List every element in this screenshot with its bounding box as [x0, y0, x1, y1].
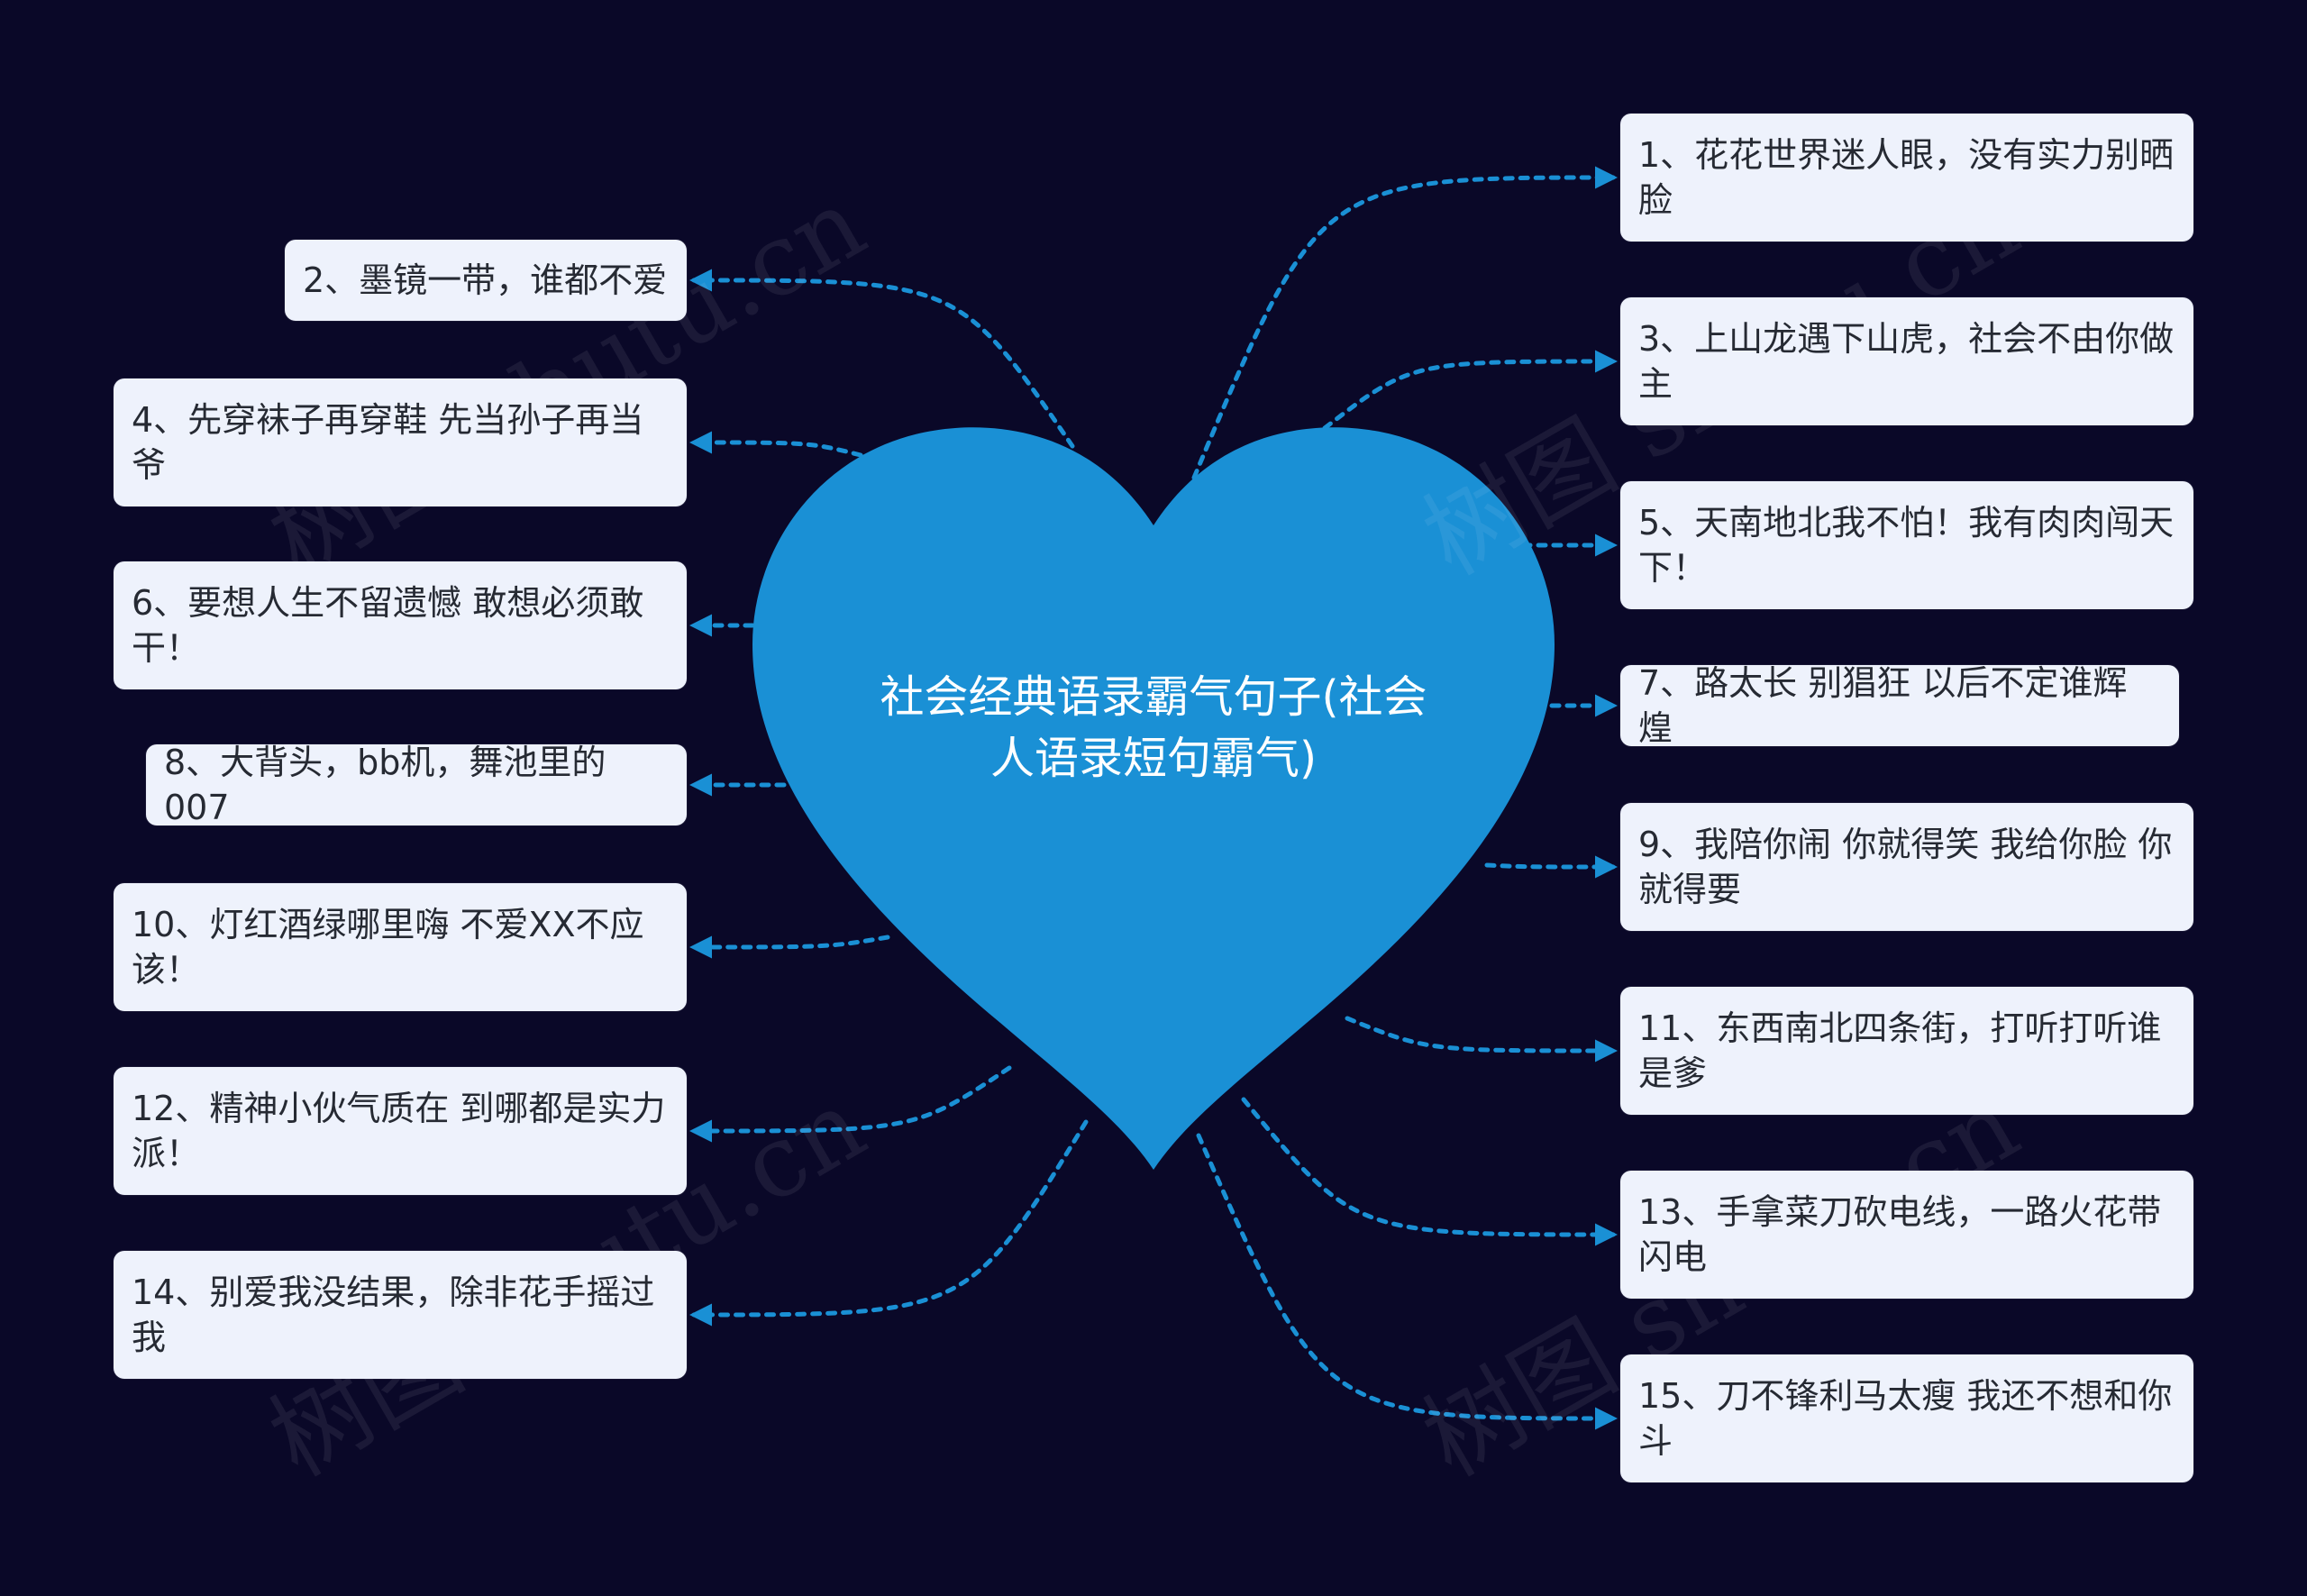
leaf-node-3[interactable]: 3、上山龙遇下山虎，社会不由你做主 — [1620, 297, 2193, 425]
leaf-node-text: 6、要想人生不留遗憾 敢想必须敢干！ — [132, 583, 644, 668]
connector-12 — [689, 1065, 1012, 1143]
leaf-node-text: 9、我陪你闹 你就得笑 我给你脸 你就得要 — [1638, 825, 2173, 909]
leaf-node-text: 3、上山龙遇下山虎，社会不由你做主 — [1638, 319, 2175, 404]
connector-2 — [689, 269, 1075, 449]
leaf-node-text: 4、先穿袜子再穿鞋 先当孙子再当爷 — [132, 400, 644, 485]
connector-10 — [689, 935, 890, 959]
leaf-node-text: 2、墨镜一带，谁都不爱 — [303, 260, 668, 300]
leaf-node-15[interactable]: 15、刀不锋利马太瘦 我还不想和你斗 — [1620, 1354, 2193, 1482]
connector-13 — [1241, 1097, 1618, 1246]
leaf-node-7[interactable]: 7、路太长 别猖狂 以后不定谁辉煌 — [1620, 663, 2179, 748]
leaf-node-9[interactable]: 9、我陪你闹 你就得笑 我给你脸 你就得要 — [1620, 803, 2193, 931]
leaf-node-1[interactable]: 1、花花世界迷人眼，没有实力别晒脸 — [1620, 114, 2193, 242]
leaf-node-text: 11、东西南北四条街，打听打听谁是爹 — [1638, 1008, 2162, 1093]
leaf-node-4[interactable]: 4、先穿袜子再穿鞋 先当孙子再当爷 — [114, 378, 687, 506]
leaf-node-14[interactable]: 14、别爱我没结果，除非花手摇过我 — [114, 1251, 687, 1379]
leaf-node-text: 15、刀不锋利马太瘦 我还不想和你斗 — [1638, 1376, 2173, 1461]
leaf-node-8[interactable]: 8、大背头，bb机，舞池里的007 — [146, 743, 687, 827]
leaf-node-11[interactable]: 11、东西南北四条街，打听打听谁是爹 — [1620, 987, 2193, 1115]
connector-lines — [689, 166, 1618, 1430]
leaf-node-text: 7、路太长 别猖狂 以后不定谁辉煌 — [1638, 663, 2128, 748]
leaf-node-text: 10、灯红酒绿哪里嗨 不爱XX不应该！ — [132, 905, 644, 990]
connector-9 — [1484, 855, 1618, 879]
leaf-node-text: 8、大背头，bb机，舞池里的007 — [164, 743, 606, 827]
leaf-node-12[interactable]: 12、精神小伙气质在 到哪都是实力派！ — [114, 1067, 687, 1195]
connector-15 — [1196, 1133, 1618, 1430]
central-topic-title[interactable]: 社会经典语录霸气句子(社会人语录短句霸气) — [880, 671, 1427, 784]
leaf-node-text: 12、精神小伙气质在 到哪都是实力派！ — [132, 1089, 666, 1173]
connector-11 — [1345, 1016, 1618, 1062]
leaf-node-text: 1、花花世界迷人眼，没有实力别晒脸 — [1638, 135, 2175, 220]
connector-1 — [1191, 166, 1618, 480]
leaf-node-text: 5、天南地北我不怕！我有肉肉闯天下！ — [1638, 503, 2175, 588]
connector-3 — [1322, 350, 1618, 431]
leaf-node-5[interactable]: 5、天南地北我不怕！我有肉肉闯天下！ — [1620, 481, 2193, 609]
connector-14 — [689, 1119, 1089, 1327]
leaf-node-6[interactable]: 6、要想人生不留遗憾 敢想必须敢干！ — [114, 561, 687, 689]
central-heart[interactable] — [752, 427, 1555, 1170]
leaf-node-13[interactable]: 13、手拿菜刀砍电线，一路火花带闪电 — [1620, 1171, 2193, 1299]
leaf-node-10[interactable]: 10、灯红酒绿哪里嗨 不爱XX不应该！ — [114, 883, 687, 1011]
leaf-node-2[interactable]: 2、墨镜一带，谁都不爱 — [285, 240, 687, 321]
leaf-node-text: 13、手拿菜刀砍电线，一路火花带闪电 — [1638, 1192, 2162, 1277]
leaf-node-text: 14、别爱我没结果，除非花手摇过我 — [132, 1272, 655, 1357]
connector-4 — [689, 431, 863, 458]
